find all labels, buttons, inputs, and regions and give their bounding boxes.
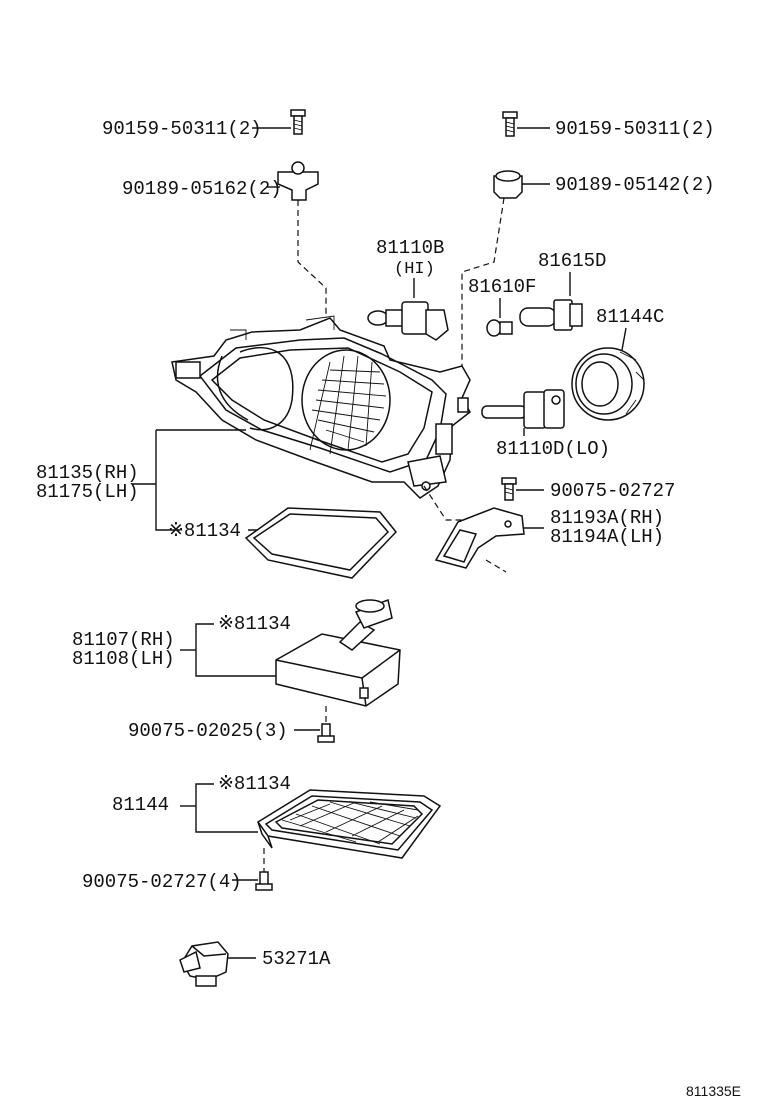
screw-icon xyxy=(501,477,517,501)
clip-left-label: 90189-05162(2) xyxy=(122,178,282,200)
screw-icon xyxy=(502,111,518,137)
bracket-rh-label: 81193A(RH) xyxy=(550,507,664,529)
clamp-icon xyxy=(179,941,229,987)
gasket-icon xyxy=(244,507,397,579)
bulb-lo-label: 81110D(LO) xyxy=(496,438,610,460)
bulb-hi-number: 81110B xyxy=(376,237,444,259)
bulb-icon xyxy=(486,319,513,337)
bulb-icon xyxy=(481,389,565,429)
screw-icon xyxy=(317,723,335,743)
bulb-wedge-label: 81610F xyxy=(468,276,536,298)
headlamp-rh-label: 81135(RH) xyxy=(36,462,139,484)
bulb-small-label: 81615D xyxy=(538,250,606,272)
clip-right-label: 90189-05142(2) xyxy=(555,174,715,196)
clip-icon xyxy=(277,161,319,201)
ballast-icon xyxy=(275,598,401,707)
bulb-icon xyxy=(519,299,583,331)
bulb-icon xyxy=(367,301,449,341)
bracket-icon xyxy=(434,507,525,569)
cover-label: 81144 xyxy=(112,794,169,816)
ballast-rh-label: 81107(RH) xyxy=(72,629,175,651)
headlamp-lh-label: 81175(LH) xyxy=(36,481,139,503)
cap-label: 81144C xyxy=(596,306,664,328)
cover-screw-label: 90075-02727(4) xyxy=(82,871,242,893)
screw-right-label: 90159-50311(2) xyxy=(555,118,715,140)
cover-ref-label: ※81134 xyxy=(218,773,291,795)
screw-left-label: 90159-50311(2) xyxy=(102,118,262,140)
ballast-lh-label: 81108(LH) xyxy=(72,648,175,670)
bulb-hi-tag: (HI) xyxy=(394,260,435,279)
cover-icon xyxy=(256,789,442,859)
screw-icon xyxy=(255,871,273,891)
bracket-screw-label: 90075-02727 xyxy=(550,480,675,502)
clamp-label: 53271A xyxy=(262,948,331,970)
socket-cap-icon xyxy=(571,347,645,421)
headlamp-icon xyxy=(171,315,471,499)
screw-icon xyxy=(290,109,306,135)
bracket-lh-label: 81194A(LH) xyxy=(550,526,664,548)
ballast-ref-label: ※81134 xyxy=(218,613,291,635)
gasket-ref-label: ※81134 xyxy=(168,520,241,542)
ballast-screw-label: 90075-02025(3) xyxy=(128,720,288,742)
diagram-code: 811335E xyxy=(686,1083,741,1099)
clip-icon xyxy=(493,170,523,199)
